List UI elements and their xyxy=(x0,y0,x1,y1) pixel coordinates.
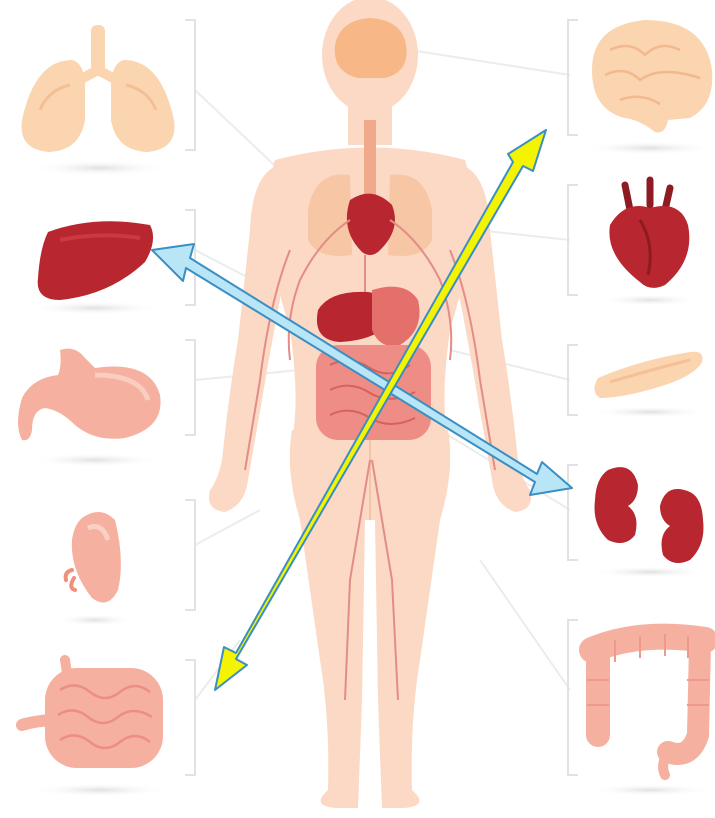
pancreas-icon xyxy=(590,352,710,418)
gallbladder-icon xyxy=(55,512,135,626)
brain-icon xyxy=(582,20,715,155)
liver-icon xyxy=(27,221,163,315)
heart-icon xyxy=(600,180,700,306)
internal-organs xyxy=(245,18,495,700)
stomach-icon xyxy=(18,349,161,467)
small-intestine-icon xyxy=(22,660,170,797)
large-intestine-icon xyxy=(587,634,712,796)
lungs-icon xyxy=(22,25,175,176)
brackets-right xyxy=(568,20,578,775)
kidneys-icon xyxy=(590,467,710,578)
brackets-left xyxy=(185,20,195,775)
